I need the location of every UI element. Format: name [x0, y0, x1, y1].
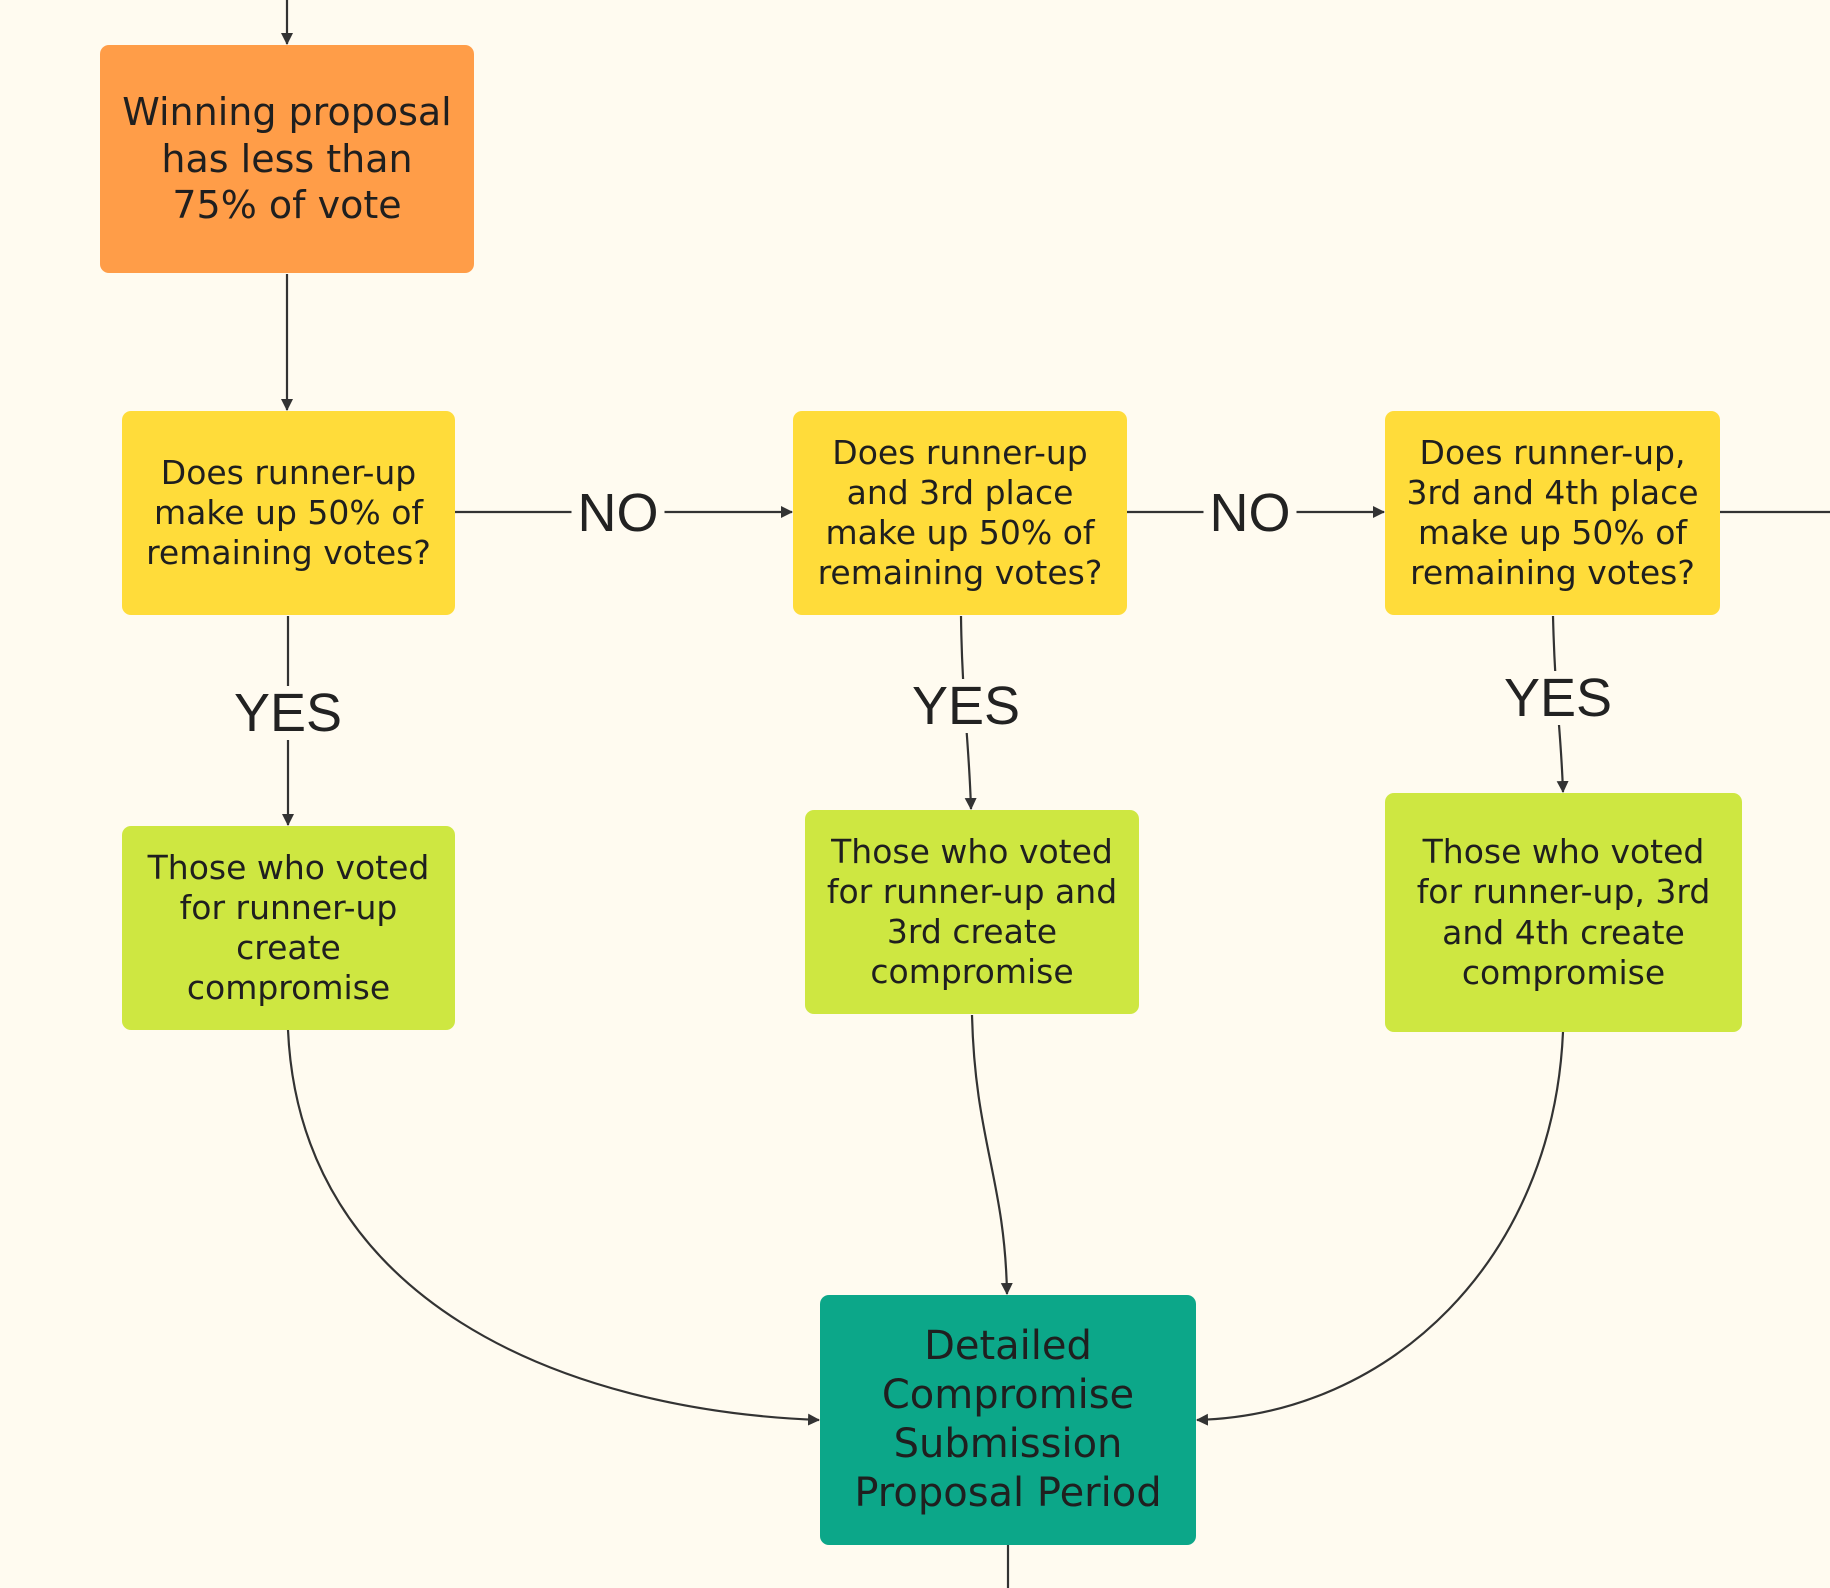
- action-node-runner-up[interactable]: Those who voted for runner-up create com…: [122, 826, 455, 1030]
- result-node[interactable]: Detailed Compromise Submission Proposal …: [820, 1295, 1196, 1545]
- edge-a3-to-result: [1196, 1031, 1565, 1426]
- action-node-runner-up-3rd-4th[interactable]: Those who voted for runner-up, 3rd and 4…: [1385, 793, 1742, 1032]
- decision-node-runner-up-3rd-4th-label: Does runner-up, 3rd and 4th place make u…: [1406, 432, 1699, 593]
- edge-label-no-2: NO: [1203, 486, 1297, 540]
- action-node-runner-up-3rd-4th-label: Those who voted for runner-up, 3rd and 4…: [1416, 832, 1711, 992]
- decision-node-runner-up-3rd[interactable]: Does runner-up and 3rd place make up 50%…: [793, 411, 1127, 615]
- action-node-runner-up-label: Those who voted for runner-up create com…: [147, 847, 430, 1008]
- action-node-runner-up-3rd[interactable]: Those who voted for runner-up and 3rd cr…: [805, 810, 1139, 1014]
- decision-node-runner-up[interactable]: Does runner-up make up 50% of remaining …: [122, 411, 455, 615]
- start-node-label: Winning proposal has less than 75% of vo…: [122, 90, 452, 228]
- edge-label-no-1: NO: [571, 486, 665, 540]
- edge-a1-to-result: [286, 1029, 820, 1426]
- decision-node-runner-up-3rd-4th[interactable]: Does runner-up, 3rd and 4th place make u…: [1385, 411, 1720, 615]
- start-node[interactable]: Winning proposal has less than 75% of vo…: [100, 45, 474, 273]
- action-node-runner-up-3rd-label: Those who voted for runner-up and 3rd cr…: [826, 831, 1118, 992]
- edge-a2-to-result: [970, 1014, 1013, 1295]
- decision-node-runner-up-3rd-label: Does runner-up and 3rd place make up 50%…: [817, 432, 1103, 593]
- decision-node-runner-up-label: Does runner-up make up 50% of remaining …: [146, 452, 431, 573]
- result-node-label: Detailed Compromise Submission Proposal …: [854, 1323, 1162, 1516]
- edge-label-yes-1: YES: [227, 686, 349, 740]
- edge-label-yes-3: YES: [1497, 671, 1619, 725]
- edge-label-yes-2: YES: [905, 679, 1027, 733]
